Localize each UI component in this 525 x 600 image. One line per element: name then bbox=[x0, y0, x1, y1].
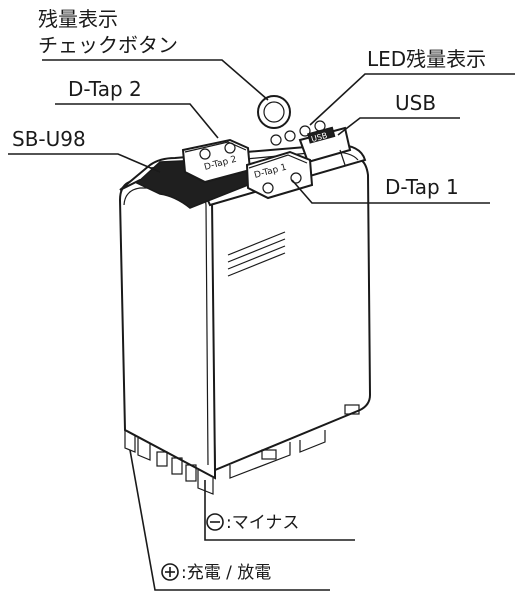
leader-plus bbox=[129, 449, 330, 591]
check-button[interactable] bbox=[257, 95, 291, 129]
side-vents bbox=[227, 231, 286, 277]
leader-dtap2 bbox=[55, 103, 219, 139]
leader-dtap1 bbox=[291, 179, 490, 204]
leader-led-display bbox=[309, 73, 515, 126]
label-check-button-line2: チェックボタン bbox=[38, 33, 178, 57]
led-3 bbox=[299, 125, 311, 137]
leader-usb bbox=[337, 117, 460, 136]
leader-model bbox=[8, 153, 161, 173]
label-dtap1: D-Tap 1 bbox=[385, 175, 459, 199]
leader-check-button bbox=[42, 59, 269, 101]
dtap1-connector: D-Tap 1 bbox=[245, 150, 314, 200]
usb-marking: USB bbox=[310, 131, 328, 144]
label-dtap2: D-Tap 2 bbox=[68, 77, 142, 101]
label-minus: :マイナス bbox=[226, 513, 299, 533]
usb-port: USB bbox=[298, 126, 352, 166]
label-led-display: LED残量表示 bbox=[367, 47, 486, 71]
label-check-button-line1: 残量表示 bbox=[38, 7, 118, 31]
label-plus: :充電 / 放電 bbox=[181, 563, 271, 583]
battery-body bbox=[118, 143, 372, 480]
plus-symbol-icon bbox=[161, 563, 179, 581]
minus-symbol-icon bbox=[206, 513, 224, 531]
led-2 bbox=[284, 130, 296, 142]
leader-minus bbox=[204, 480, 355, 541]
led-1 bbox=[270, 134, 282, 146]
label-model: SB-U98 bbox=[12, 127, 86, 151]
label-usb: USB bbox=[395, 91, 436, 115]
